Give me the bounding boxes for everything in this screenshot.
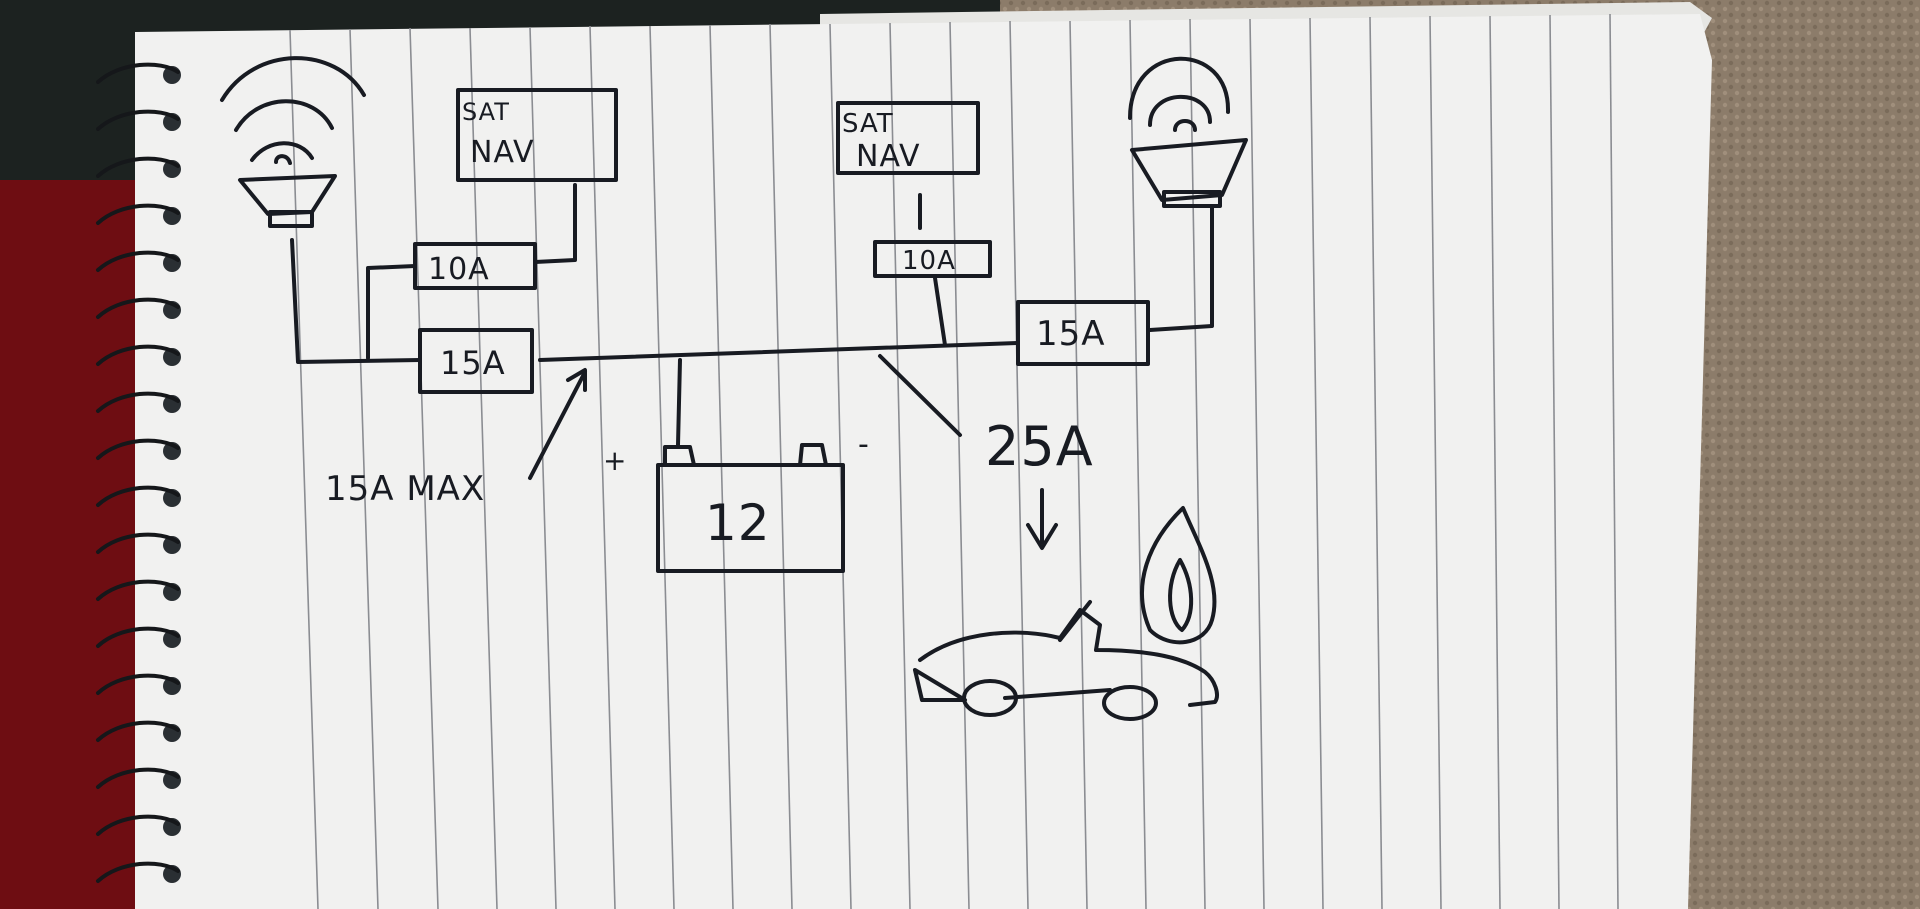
- wire-right-fuse-link: [933, 276, 947, 347]
- wire-left-fuse-link: [366, 264, 417, 360]
- sat-nav-left-line2: NAV: [470, 135, 535, 170]
- wire-left-speaker: [290, 238, 422, 364]
- speaker-icon: [220, 56, 366, 228]
- max-note: 15A MAX: [325, 469, 485, 509]
- battery-minus-label: -: [858, 427, 870, 462]
- battery-plus-terminal: [663, 445, 696, 467]
- wire-left-satnav: [533, 183, 577, 264]
- fuse-left-top-label: 10A: [428, 252, 490, 287]
- battery-minus-terminal: [798, 443, 828, 467]
- fuse-left-bottom-label: 15A: [440, 344, 506, 382]
- total-current-label: 25A: [985, 415, 1094, 478]
- wire-battery-positive: [676, 358, 682, 447]
- red-fabric: [0, 150, 160, 909]
- wire-main-bus: [538, 341, 1020, 362]
- car-icon: [913, 600, 1219, 721]
- dark-corner: [0, 0, 150, 180]
- battery-box: [656, 463, 845, 573]
- fire-icon: [1140, 506, 1217, 645]
- max-pointer: [528, 368, 587, 480]
- battery-label: 12: [705, 494, 771, 552]
- down-arrow: [1026, 488, 1058, 550]
- diagram-labels: SAT NAV SAT NAV 10A 15A 10A 15A 15A MAX …: [325, 98, 1106, 552]
- rule-lines: [289, 13, 1619, 909]
- sat-nav-right-line2: NAV: [856, 139, 921, 174]
- battery-plus-label: +: [603, 444, 627, 477]
- sat-nav-left-box: [456, 88, 618, 182]
- wiring-sketch: [220, 56, 1248, 721]
- spiral-binding: [96, 62, 181, 883]
- wire-right-speaker: [1148, 204, 1214, 332]
- fuse-right-bottom-label: 15A: [1036, 314, 1106, 354]
- sat-nav-right-box: [836, 101, 980, 175]
- notebook-page: [135, 14, 1712, 909]
- speaker-icon: [1128, 56, 1248, 208]
- total-pointer: [878, 354, 962, 437]
- sat-nav-right-line1: SAT: [842, 109, 894, 139]
- sat-nav-left-line1: SAT: [462, 98, 510, 126]
- fuse-right-top-box: [873, 240, 992, 278]
- fuse-right-top-label: 10A: [902, 246, 956, 276]
- fuse-right-bottom-box: [1016, 300, 1150, 366]
